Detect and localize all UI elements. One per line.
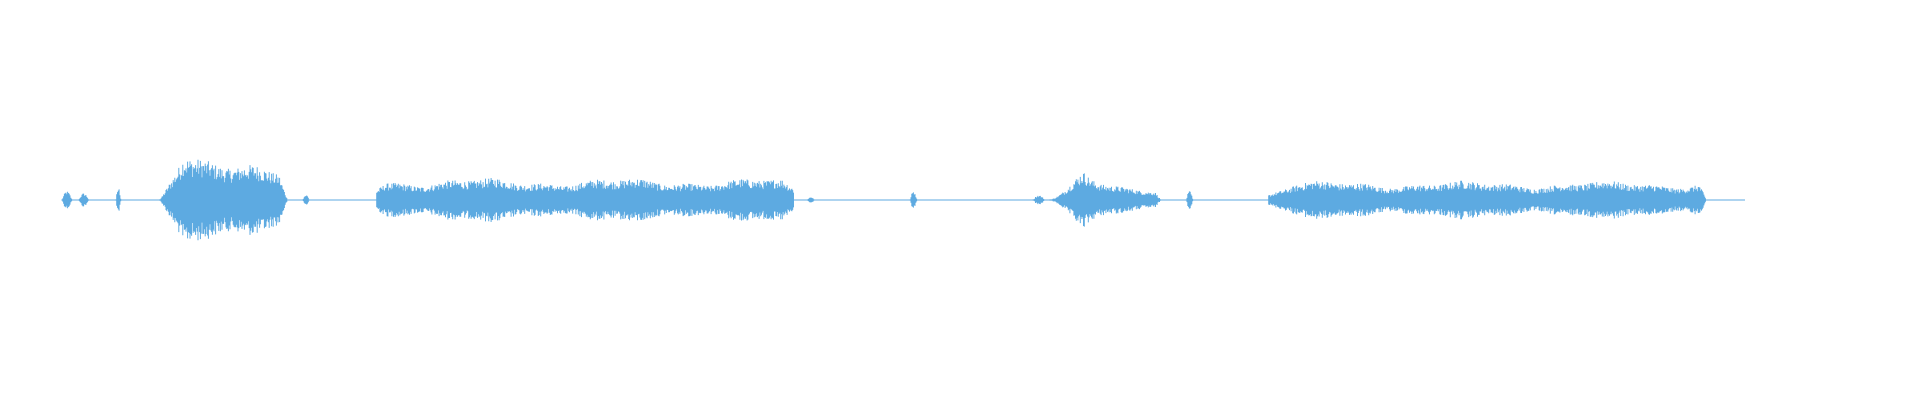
waveform-segment	[909, 192, 918, 208]
waveform-samples	[302, 195, 310, 205]
waveform-segment	[807, 197, 815, 203]
waveform-samples	[1268, 180, 1706, 220]
waveform-segment	[159, 159, 288, 241]
waveform-samples	[78, 193, 89, 207]
waveform-samples	[376, 178, 794, 222]
waveform-samples	[115, 189, 122, 211]
waveform-segment	[1268, 180, 1706, 220]
waveform-samples	[1032, 195, 1045, 205]
waveform-samples	[1185, 191, 1194, 209]
waveform-segment	[1185, 191, 1194, 209]
waveform-samples	[159, 159, 288, 241]
waveform-segment	[1049, 173, 1161, 227]
waveform-samples	[61, 191, 73, 209]
waveform-segment	[115, 189, 122, 211]
waveform-segment	[78, 193, 89, 207]
waveform-samples	[1049, 173, 1161, 227]
waveform-samples	[909, 192, 918, 208]
waveform-samples	[807, 197, 815, 203]
waveform-segment	[61, 191, 73, 209]
waveform-segment	[376, 178, 794, 222]
waveform-segment	[302, 195, 310, 205]
waveform-bars	[61, 159, 1745, 241]
waveform-segment	[1032, 195, 1045, 205]
